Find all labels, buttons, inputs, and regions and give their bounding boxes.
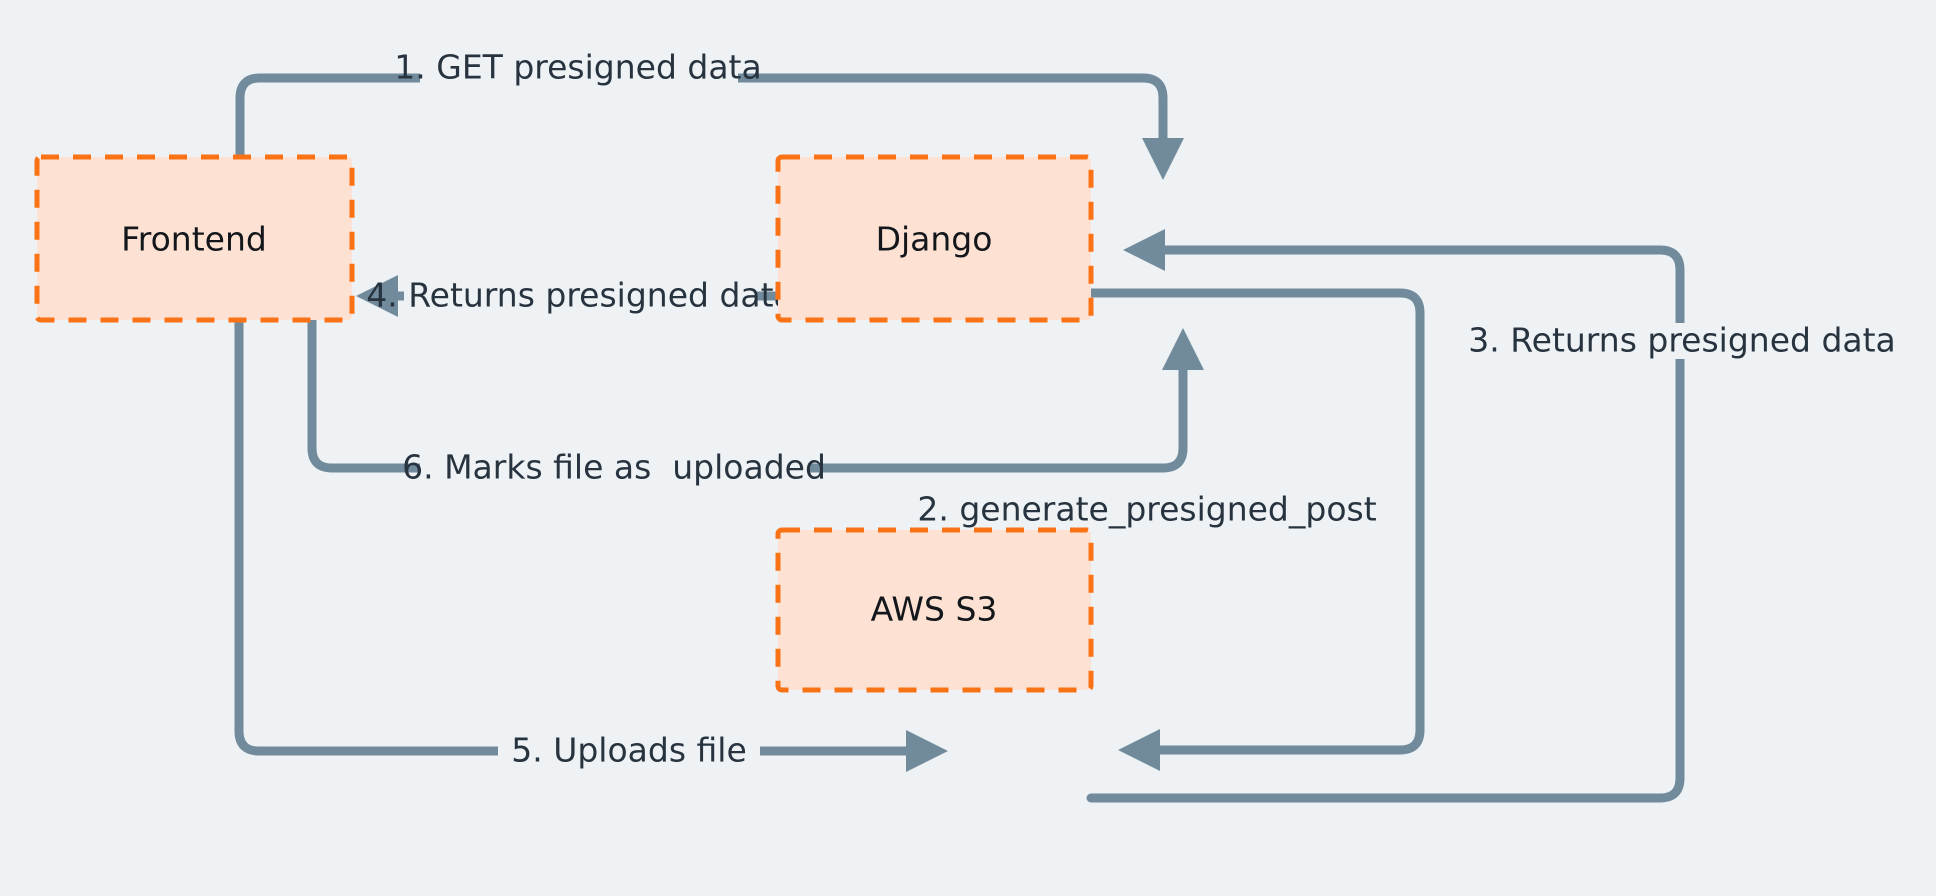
node-django-label: Django (876, 220, 993, 259)
edge-3-arrowhead (1123, 229, 1165, 271)
edge-1-path (235, 73, 1168, 162)
edge-4-label-bg (404, 278, 756, 314)
edge-5-label: 5. Uploads file (511, 731, 747, 770)
edge-6-marks-file-as-uploaded: 6. Marks file as uploaded (307, 315, 1204, 487)
edge-1-arrowhead (1142, 138, 1184, 180)
edge-1-label-bg (420, 50, 738, 86)
edge-4-label: 4. Returns presigned data (366, 276, 794, 315)
node-aws-s3[interactable]: AWS S3 (775, 527, 1094, 693)
node-django[interactable]: Django (775, 154, 1094, 323)
edge-3-path (1086, 245, 1685, 803)
edge-4-arrowhead (356, 275, 398, 317)
edge-3-label: 3. Returns presigned data (1468, 321, 1896, 360)
edge-5-arrowhead (906, 730, 948, 772)
edge-4-returns-presigned-data: 4. Returns presigned data (356, 275, 794, 317)
edge-6-arrowhead (1162, 328, 1204, 370)
edge-3-label-bg (1495, 323, 1869, 359)
node-frontend-box[interactable] (34, 154, 355, 323)
edge-5-path (234, 315, 921, 756)
edge-6-label: 6. Marks file as uploaded (402, 448, 826, 487)
edge-2-path (1086, 288, 1425, 755)
edge-5-uploads-file: 5. Uploads file (234, 315, 948, 772)
node-aws-s3-box[interactable] (775, 527, 1094, 693)
node-aws-s3-label: AWS S3 (871, 590, 998, 629)
node-frontend[interactable]: Frontend (34, 154, 355, 323)
edge-2-arrowhead (1118, 729, 1160, 771)
edge-3-returns-presigned-data: 3. Returns presigned data (1086, 229, 1896, 803)
edge-2-label-bg (958, 492, 1336, 528)
edge-1-get-presigned-data: 1. GET presigned data (235, 48, 1184, 180)
edge-2-generate-presigned-post: 2. generate_presigned_post (917, 288, 1425, 771)
node-frontend-label: Frontend (121, 220, 267, 259)
edge-6-path (307, 315, 1188, 473)
node-django-box[interactable] (775, 154, 1094, 323)
edge-6-label-bg (420, 450, 808, 486)
edge-2-label: 2. generate_presigned_post (917, 490, 1376, 529)
edge-5-label-bg (498, 733, 760, 769)
edge-1-label: 1. GET presigned data (394, 48, 761, 87)
